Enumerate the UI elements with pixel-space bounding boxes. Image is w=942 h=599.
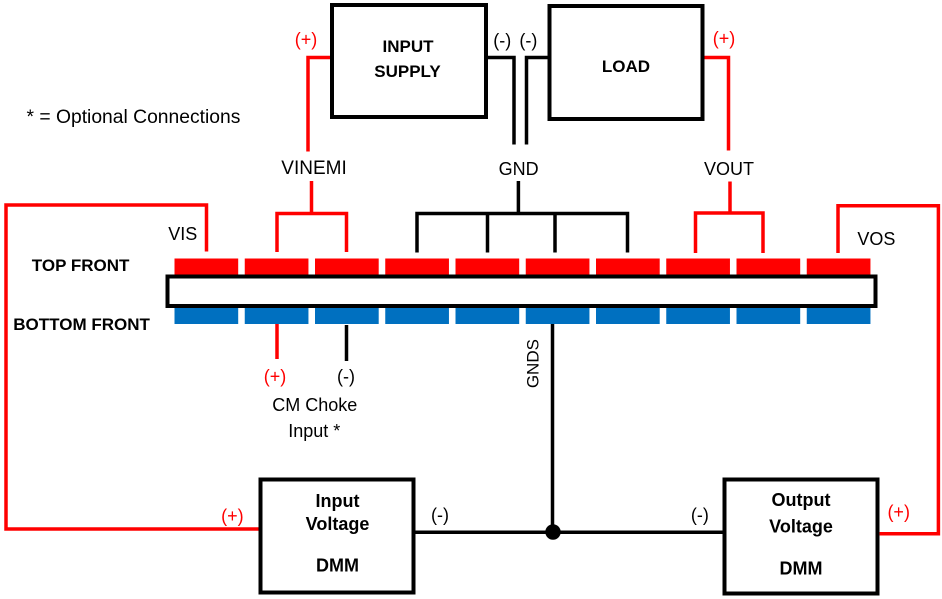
- svg-text:GNDS: GNDS: [524, 339, 543, 388]
- svg-text:Input *: Input *: [288, 421, 340, 441]
- svg-text:(+): (+): [887, 502, 910, 522]
- svg-text:(+): (+): [295, 30, 318, 50]
- svg-text:DMM: DMM: [316, 556, 359, 576]
- svg-text:(-): (-): [337, 367, 355, 387]
- svg-text:VOS: VOS: [857, 229, 895, 249]
- svg-text:LOAD: LOAD: [602, 57, 650, 76]
- svg-text:VINEMI: VINEMI: [281, 158, 346, 179]
- svg-text:Voltage: Voltage: [306, 514, 370, 534]
- svg-text:(-): (-): [691, 505, 709, 525]
- svg-text:BOTTOM FRONT: BOTTOM FRONT: [13, 315, 150, 334]
- svg-text:TOP FRONT: TOP FRONT: [32, 256, 130, 275]
- svg-text:(-): (-): [519, 30, 537, 50]
- svg-text:CM Choke: CM Choke: [272, 395, 357, 415]
- svg-text:(+): (+): [221, 506, 244, 526]
- svg-text:Input: Input: [316, 491, 360, 511]
- svg-text:VOUT: VOUT: [704, 159, 754, 179]
- svg-text:GND: GND: [499, 159, 539, 179]
- svg-text:(-): (-): [493, 30, 511, 50]
- svg-text:DMM: DMM: [780, 559, 823, 579]
- svg-text:INPUT: INPUT: [383, 37, 435, 56]
- svg-text:VIS: VIS: [168, 224, 197, 244]
- svg-text:(-): (-): [431, 505, 449, 525]
- svg-text:Output: Output: [772, 490, 831, 510]
- svg-text:Voltage: Voltage: [769, 516, 833, 536]
- svg-text:(+): (+): [264, 367, 287, 387]
- svg-text:* = Optional Connections: * = Optional Connections: [27, 107, 241, 128]
- svg-text:(+): (+): [713, 29, 736, 49]
- svg-text:SUPPLY: SUPPLY: [374, 62, 441, 81]
